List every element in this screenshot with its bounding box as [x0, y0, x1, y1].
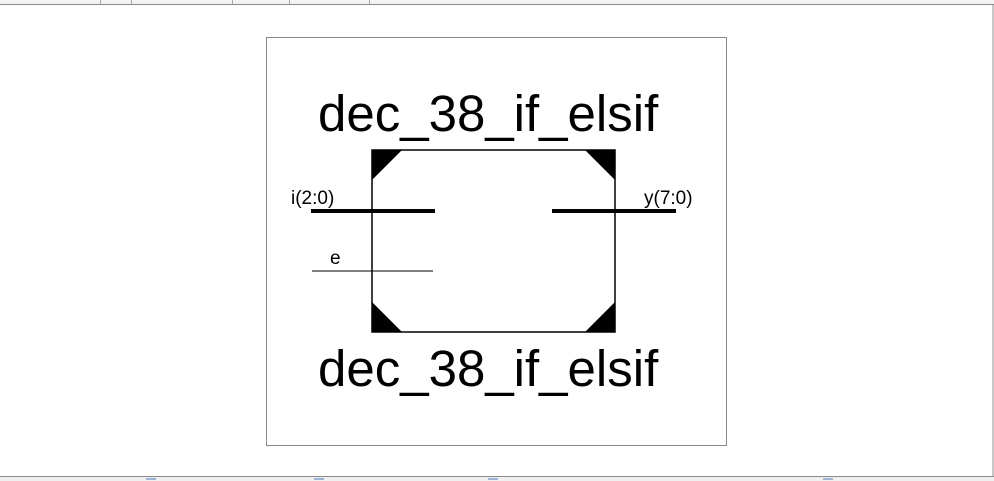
- corner-marker-top-right: [585, 150, 615, 180]
- top-toolbar-edge: [0, 0, 994, 5]
- corner-marker-top-left: [372, 150, 402, 180]
- right-scroll-edge: [992, 5, 994, 476]
- input-bus-label: i(2:0): [291, 188, 335, 209]
- corner-marker-bottom-right: [585, 302, 615, 332]
- corner-marker-bottom-left: [372, 302, 402, 332]
- symbol-title-top: dec_38_if_elsif: [318, 85, 659, 142]
- output-bus-label: y(7:0): [644, 188, 693, 209]
- symbol-frame[interactable]: [266, 37, 727, 446]
- enable-label: e: [330, 248, 341, 269]
- symbol-title-bottom: dec_38_if_elsif: [318, 340, 659, 397]
- bottom-tab-bar-edge: [0, 476, 994, 481]
- symbol-body: [371, 149, 616, 333]
